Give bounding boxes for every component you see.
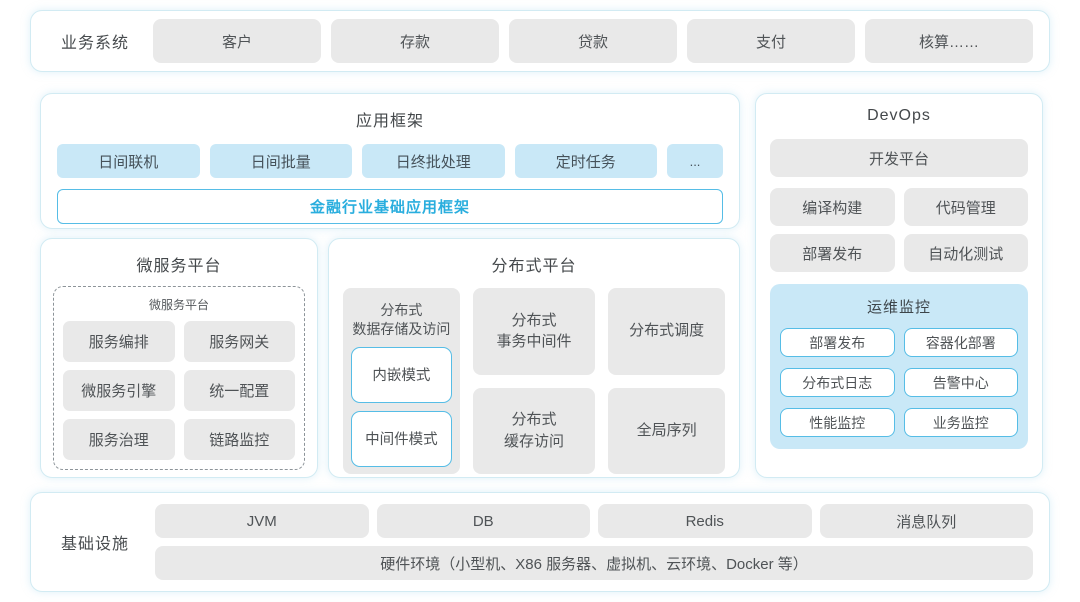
business-box-accounting: 核算…… <box>865 19 1033 63</box>
distributed-platform-card: 分布式平台 分布式 数据存储及访问 内嵌模式 中间件模式 分布式 事务中间件 分… <box>328 238 740 478</box>
dist-box-cache-access: 分布式 缓存访问 <box>472 387 596 474</box>
dist-box-global-sequence: 全局序列 <box>608 387 725 474</box>
microservice-inner-box: 微服务平台 服务编排 服务网关 微服务引擎 统一配置 服务治理 链路监控 <box>53 286 305 470</box>
devops-box-code-management: 代码管理 <box>903 188 1028 226</box>
devops-box-dev-platform: 开发平台 <box>770 139 1028 177</box>
af-box-ellipsis: ... <box>667 144 723 178</box>
devops-box-deploy-release: 部署发布 <box>770 234 895 272</box>
business-box-deposit: 存款 <box>331 19 499 63</box>
financial-base-framework-box: 金融行业基础应用框架 <box>57 189 723 224</box>
mon-box-container-deploy: 容器化部署 <box>903 328 1018 357</box>
ops-monitoring-title: 运维监控 <box>866 299 931 316</box>
mon-box-distributed-log: 分布式日志 <box>780 368 895 397</box>
ms-box-service-orchestration: 服务编排 <box>63 321 175 362</box>
distributed-grid: 分布式 数据存储及访问 内嵌模式 中间件模式 分布式 事务中间件 分布式 缓存访… <box>343 288 725 474</box>
af-box-daytime-batch: 日间批量 <box>209 144 352 178</box>
af-box-endofday-batch: 日终批处理 <box>362 144 505 178</box>
af-box-scheduled-task: 定时任务 <box>514 144 657 178</box>
infra-box-redis: Redis <box>598 504 812 538</box>
devops-title: DevOps <box>867 107 931 124</box>
distributed-platform-title: 分布式平台 <box>491 258 577 275</box>
ms-box-service-governance: 服务治理 <box>63 419 175 460</box>
distributed-col-middle: 分布式 事务中间件 分布式 缓存访问 <box>472 288 596 474</box>
mon-box-performance-monitoring: 性能监控 <box>780 408 895 437</box>
ms-box-service-gateway: 服务网关 <box>183 321 295 362</box>
infrastructure-bar: 基础设施 JVM DB Redis 消息队列 硬件环境（小型机、X86 服务器、… <box>30 492 1050 592</box>
business-box-loan: 贷款 <box>509 19 677 63</box>
ops-monitoring-panel: 运维监控 部署发布 容器化部署 分布式日志 告警中心 性能监控 业务监控 <box>770 284 1028 449</box>
business-box-payment: 支付 <box>687 19 855 63</box>
mon-box-deploy-release: 部署发布 <box>780 328 895 357</box>
app-framework-row: 日间联机 日间批量 日终批处理 定时任务 ... <box>57 144 723 178</box>
infra-box-message-queue: 消息队列 <box>819 504 1033 538</box>
business-box-customer: 客户 <box>153 19 321 63</box>
app-framework-title: 应用框架 <box>355 113 424 130</box>
af-box-daytime-online: 日间联机 <box>57 144 200 178</box>
devops-box-build: 编译构建 <box>770 188 895 226</box>
ms-box-microservice-engine: 微服务引擎 <box>63 370 175 411</box>
distributed-storage-label: 分布式 数据存储及访问 <box>352 302 451 337</box>
devops-box-automated-testing: 自动化测试 <box>903 234 1028 272</box>
business-systems-bar: 业务系统 客户 存款 贷款 支付 核算…… <box>30 10 1050 72</box>
infrastructure-label: 基础设施 <box>60 536 129 553</box>
microservice-platform-card: 微服务平台 微服务平台 服务编排 服务网关 微服务引擎 统一配置 服务治理 链路… <box>40 238 318 478</box>
mon-box-business-monitoring: 业务监控 <box>903 408 1018 437</box>
dist-box-transaction-middleware: 分布式 事务中间件 <box>472 288 596 375</box>
infra-box-jvm: JVM <box>155 504 369 538</box>
distributed-col-right: 分布式调度 全局序列 <box>608 288 725 474</box>
storage-mode-embedded: 内嵌模式 <box>351 346 452 403</box>
infra-box-hardware-environment: 硬件环境（小型机、X86 服务器、虚拟机、云环境、Docker 等） <box>155 546 1033 580</box>
devops-grid-1: 编译构建 代码管理 部署发布 自动化测试 <box>770 188 1028 272</box>
distributed-storage-box: 分布式 数据存储及访问 内嵌模式 中间件模式 <box>343 288 460 474</box>
infrastructure-row: JVM DB Redis 消息队列 <box>155 504 1033 538</box>
infra-box-db: DB <box>376 504 590 538</box>
storage-mode-middleware: 中间件模式 <box>351 410 452 467</box>
infrastructure-body: JVM DB Redis 消息队列 硬件环境（小型机、X86 服务器、虚拟机、云… <box>155 504 1033 580</box>
devops-card: DevOps 开发平台 编译构建 代码管理 部署发布 自动化测试 运维监控 部署… <box>755 93 1043 478</box>
mon-box-alert-center: 告警中心 <box>903 368 1018 397</box>
ms-box-unified-config: 统一配置 <box>183 370 295 411</box>
microservice-platform-title: 微服务平台 <box>136 258 222 275</box>
dist-box-scheduling: 分布式调度 <box>608 288 725 375</box>
microservice-inner-title: 微服务平台 <box>148 298 209 312</box>
microservice-grid: 服务编排 服务网关 微服务引擎 统一配置 服务治理 链路监控 <box>63 321 295 460</box>
app-framework-card: 应用框架 日间联机 日间批量 日终批处理 定时任务 ... 金融行业基础应用框架 <box>40 93 740 229</box>
ops-monitoring-grid: 部署发布 容器化部署 分布式日志 告警中心 性能监控 业务监控 <box>780 328 1018 437</box>
ms-box-trace-monitoring: 链路监控 <box>183 419 295 460</box>
business-systems-label: 业务系统 <box>60 35 129 52</box>
